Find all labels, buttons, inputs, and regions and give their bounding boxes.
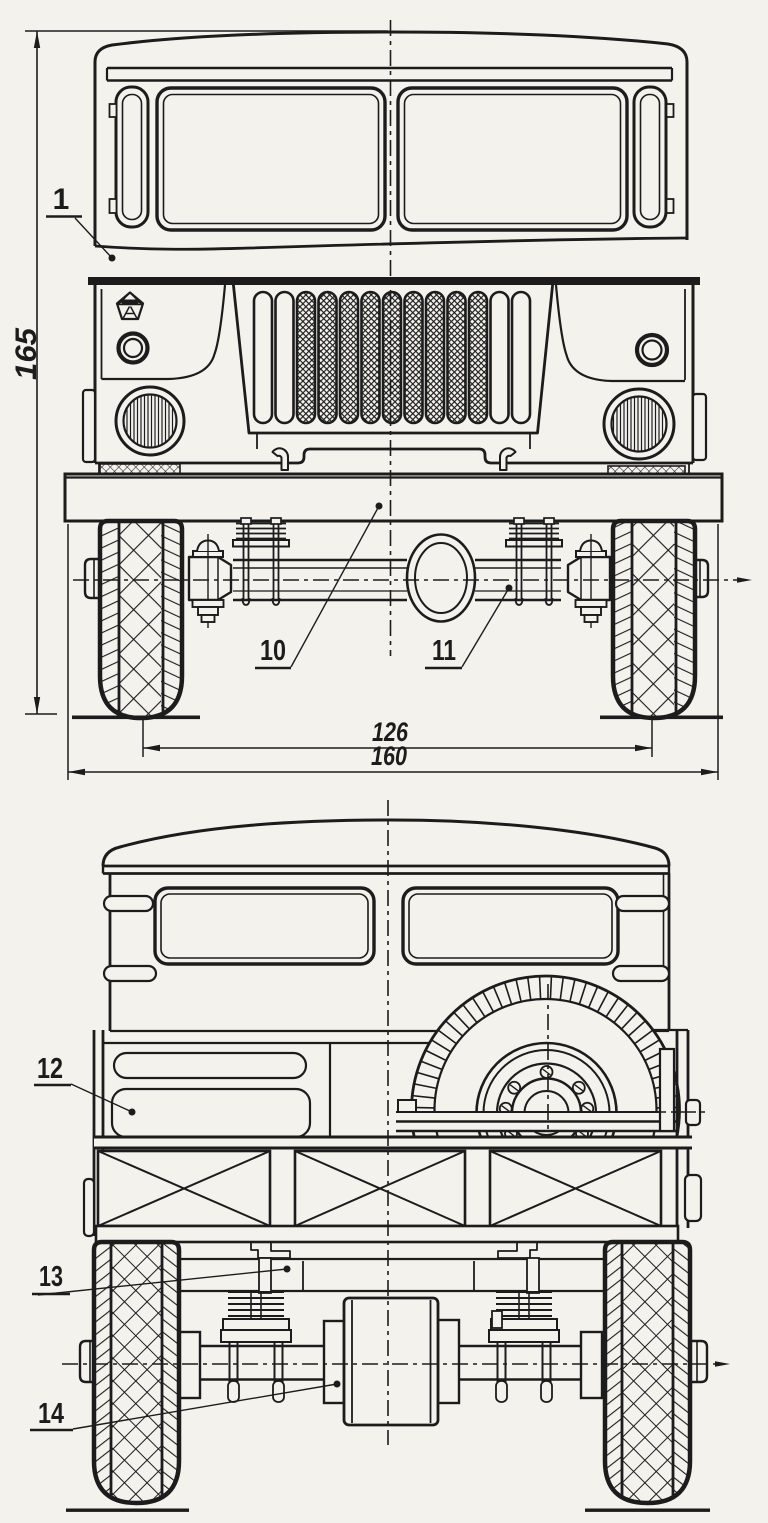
svg-text:13: 13: [39, 1261, 63, 1293]
svg-text:165: 165: [10, 327, 43, 380]
svg-text:160: 160: [371, 741, 407, 771]
svg-text:11: 11: [432, 635, 456, 667]
svg-text:1: 1: [53, 183, 70, 216]
svg-text:10: 10: [260, 635, 286, 667]
svg-text:12: 12: [37, 1053, 63, 1085]
svg-text:126: 126: [372, 717, 409, 747]
svg-text:14: 14: [38, 1398, 64, 1430]
